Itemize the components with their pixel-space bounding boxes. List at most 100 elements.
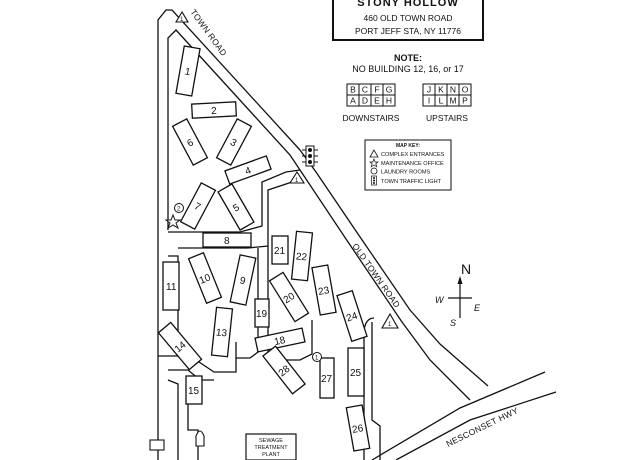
unit-letter: J bbox=[427, 85, 431, 95]
building-2[interactable]: 2 bbox=[190, 101, 238, 119]
entrance-triangle-icon: 1 bbox=[381, 312, 399, 329]
compass-north: N bbox=[461, 261, 471, 277]
unit-letter: B bbox=[350, 85, 356, 95]
svg-text:18: 18 bbox=[273, 335, 287, 348]
buildings: 1 2 3 6 4 7 5 8 10 9 11 13 14 15 18 19 2… bbox=[157, 45, 371, 452]
unit-letter: P bbox=[462, 96, 468, 106]
title-box: STONY HOLLOW 460 OLD TOWN ROAD PORT JEFF… bbox=[332, 0, 484, 41]
building-6[interactable]: 6 bbox=[171, 117, 209, 167]
building-21[interactable]: 21 bbox=[271, 235, 289, 265]
building-22[interactable]: 22 bbox=[290, 230, 314, 282]
building-20[interactable]: 20 bbox=[268, 271, 310, 323]
unit-letter: L bbox=[439, 96, 444, 106]
svg-text:8: 8 bbox=[224, 236, 230, 247]
svg-text:15: 15 bbox=[188, 386, 200, 397]
svg-text:22: 22 bbox=[295, 251, 308, 263]
building-18[interactable]: 18 bbox=[254, 327, 306, 353]
svg-text:PLANT: PLANT bbox=[262, 452, 280, 458]
svg-text:1: 1 bbox=[180, 17, 184, 23]
unit-letter: N bbox=[450, 85, 456, 95]
svg-text:7: 7 bbox=[192, 201, 202, 214]
unit-letter: G bbox=[386, 85, 393, 95]
svg-text:9: 9 bbox=[239, 275, 247, 287]
old-town-road-east-edge bbox=[299, 149, 489, 387]
svg-text:1: 1 bbox=[184, 67, 192, 79]
svg-text:1: 1 bbox=[295, 178, 299, 184]
note-title: NOTE: bbox=[394, 53, 422, 63]
building-19[interactable]: 19 bbox=[254, 298, 270, 328]
town-road-inner-edge bbox=[167, 29, 301, 230]
unit-cell bbox=[458, 94, 472, 107]
svg-text:23: 23 bbox=[317, 285, 330, 298]
unit-letter: C bbox=[362, 85, 368, 95]
map-key: MAP KEY: COMPLEX ENTRANCES MAINTENANCE O… bbox=[364, 139, 452, 191]
svg-text:21: 21 bbox=[274, 246, 286, 257]
note-text: NO BUILDING 12, 16, or 17 bbox=[352, 64, 464, 74]
key-circle-icon bbox=[370, 167, 378, 175]
unit-letter: E bbox=[374, 96, 380, 106]
compass-east: E bbox=[474, 303, 481, 313]
svg-text:19: 19 bbox=[256, 309, 268, 320]
building-10[interactable]: 10 bbox=[187, 251, 223, 305]
unit-letter: I bbox=[428, 96, 430, 106]
svg-text:SEWAGE: SEWAGE bbox=[259, 438, 283, 444]
key-label: COMPLEX ENTRANCES bbox=[381, 152, 445, 158]
address-line: 460 OLD TOWN ROAD bbox=[364, 13, 453, 23]
unit-letter: M bbox=[449, 96, 456, 106]
unit-letter: O bbox=[462, 85, 469, 95]
building-4[interactable]: 4 bbox=[224, 155, 272, 185]
building-8[interactable]: 8 bbox=[202, 232, 252, 248]
south-spur bbox=[167, 379, 179, 460]
entrance-triangle-icon: 1 bbox=[175, 10, 189, 23]
building-3[interactable]: 3 bbox=[215, 117, 253, 167]
key-star-icon bbox=[369, 158, 379, 168]
svg-text:1: 1 bbox=[388, 322, 392, 328]
svg-text:5: 5 bbox=[231, 202, 242, 215]
laundry-circle-icon: 1 bbox=[312, 352, 322, 362]
key-label: LAUNDRY ROOMS bbox=[381, 170, 430, 176]
interior-drive-bottom-2 bbox=[168, 369, 214, 381]
building-11[interactable]: 11 bbox=[162, 261, 180, 311]
compass-rose: N E S W bbox=[435, 261, 481, 328]
building-5[interactable]: 5 bbox=[217, 183, 255, 231]
unit-letter: K bbox=[438, 85, 444, 95]
building-15[interactable]: 15 bbox=[185, 375, 203, 405]
svg-text:25: 25 bbox=[350, 368, 362, 379]
nesconset-hwy-south-edge bbox=[395, 391, 557, 460]
traffic-light-icon bbox=[302, 145, 318, 167]
key-traffic-light-icon bbox=[371, 175, 377, 186]
laundry-circle-icon: 2 bbox=[174, 203, 184, 213]
svg-text:11: 11 bbox=[166, 282, 177, 293]
building-24[interactable]: 24 bbox=[336, 289, 368, 343]
interior-drive-east-2 bbox=[267, 246, 313, 361]
note-block: NOTE: NO BUILDING 12, 16, or 17 bbox=[352, 53, 464, 74]
sewage-treatment-plant: SEWAGE TREATMENT PLANT bbox=[245, 433, 297, 460]
key-label: MAINTENANCE OFFICE bbox=[381, 161, 444, 167]
nesconset-hwy-north-edge bbox=[371, 371, 546, 460]
building-27[interactable]: 27 bbox=[319, 357, 335, 399]
unit-cell bbox=[382, 94, 396, 107]
entrance-triangle-icon: 1 bbox=[288, 170, 306, 184]
old-town-road-west-edge bbox=[299, 169, 471, 401]
svg-text:2: 2 bbox=[211, 106, 218, 117]
building-1[interactable]: 1 bbox=[175, 45, 201, 97]
svg-text:10: 10 bbox=[198, 272, 213, 287]
svg-text:27: 27 bbox=[321, 374, 333, 385]
unit-letter: D bbox=[362, 96, 368, 106]
building-23[interactable]: 23 bbox=[311, 264, 337, 316]
building-28[interactable]: 28 bbox=[262, 345, 306, 395]
compass-south: S bbox=[450, 318, 456, 328]
svg-text:24: 24 bbox=[345, 310, 359, 324]
building-26[interactable]: 26 bbox=[345, 404, 371, 452]
building-13[interactable]: 13 bbox=[210, 306, 234, 358]
upstairs-label: UPSTAIRS bbox=[426, 113, 468, 123]
building-9[interactable]: 9 bbox=[229, 254, 257, 306]
building-14[interactable]: 14 bbox=[157, 321, 203, 371]
map-key-title: MAP KEY: bbox=[396, 143, 420, 149]
svg-text:1: 1 bbox=[315, 356, 319, 362]
building-25[interactable]: 25 bbox=[347, 347, 365, 397]
building-7[interactable]: 7 bbox=[179, 181, 217, 231]
